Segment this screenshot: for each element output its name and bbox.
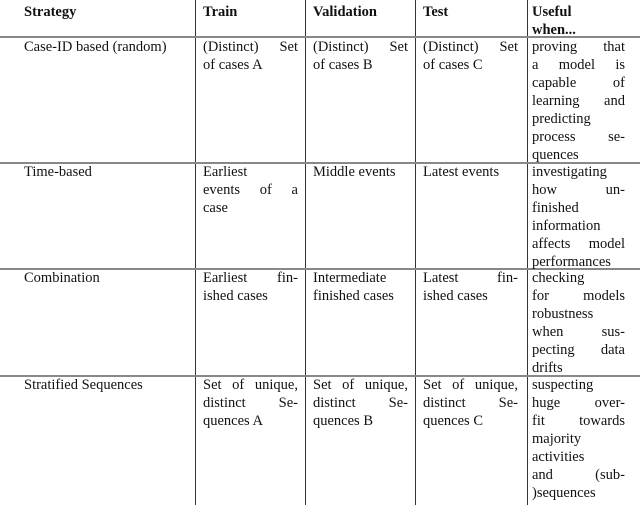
cell-line: Time-based xyxy=(24,164,92,180)
cell-line: Earliest fin- xyxy=(203,270,298,286)
cell-line: )sequences xyxy=(532,485,596,501)
cell-line: Case-ID based (random) xyxy=(24,39,167,55)
cell-line: pecting data xyxy=(532,342,625,358)
row-divider xyxy=(0,375,640,377)
header-useful-when: Useful when... xyxy=(532,3,625,39)
cell-line: (Distinct) Set xyxy=(203,39,298,55)
cell-line: affects model xyxy=(532,236,625,252)
cell-line: Combination xyxy=(24,270,100,286)
column-divider xyxy=(527,0,528,505)
cell-line: Latest fin- xyxy=(423,270,518,286)
cell-line: Useful xyxy=(532,4,572,20)
cell-line: Strategy xyxy=(24,4,77,20)
cell-useful-when: checking for models robustness when sus-pec… xyxy=(532,269,625,377)
cell-line: activities xyxy=(532,449,585,465)
cell-validation: Middle events xyxy=(313,163,408,181)
cell-validation: (Distinct) Set of cases B xyxy=(313,38,408,74)
row-divider xyxy=(0,36,640,38)
cell-train: Earliest events of a case xyxy=(203,163,298,217)
column-divider xyxy=(415,0,416,505)
cell-line: when sus- xyxy=(532,324,625,340)
cell-line: (Distinct) Set xyxy=(423,39,518,55)
cell-test: Latest fin-ished cases xyxy=(423,269,518,305)
cell-line: huge over- xyxy=(532,395,625,411)
cell-test: Set of unique, distinct Se-quences C xyxy=(423,376,518,430)
cell-strategy: Time-based xyxy=(24,163,194,181)
cell-line: checking xyxy=(532,270,585,286)
cell-line: ished cases xyxy=(203,288,268,304)
cell-train: (Distinct) Set of cases A xyxy=(203,38,298,74)
cell-line: Set of unique, xyxy=(313,377,408,393)
cell-line: information xyxy=(532,218,601,234)
header-train: Train xyxy=(203,3,298,21)
cell-line: robustness xyxy=(532,306,594,322)
cell-line: Intermediate xyxy=(313,270,387,286)
cell-useful-when: investigating how un-finished information a… xyxy=(532,163,625,271)
cell-strategy: Combination xyxy=(24,269,194,287)
cell-train: Earliest fin-ished cases xyxy=(203,269,298,305)
cell-line: fit towards xyxy=(532,413,625,429)
cell-line: performances xyxy=(532,254,611,270)
cell-line: quences A xyxy=(203,413,263,429)
header-test: Test xyxy=(423,3,518,21)
cell-line: quences xyxy=(532,147,579,163)
row-divider xyxy=(0,268,640,270)
cell-validation: Intermediate finished cases xyxy=(313,269,408,305)
cell-line: Validation xyxy=(313,4,377,20)
cell-line: how un- xyxy=(532,182,625,198)
cell-line: ished cases xyxy=(423,288,488,304)
cell-line: Middle events xyxy=(313,164,396,180)
cell-strategy: Case-ID based (random) xyxy=(24,38,194,56)
cell-useful-when: suspecting huge over-fit towards majority a… xyxy=(532,376,625,502)
column-divider xyxy=(195,0,196,505)
cell-line: Test xyxy=(423,4,449,20)
cell-line: a model is xyxy=(532,57,625,73)
cell-line: quences C xyxy=(423,413,483,429)
cell-test: (Distinct) Set of cases C xyxy=(423,38,518,74)
header-validation: Validation xyxy=(313,3,408,21)
cell-useful-when: proving that a model is capable of learning… xyxy=(532,38,625,164)
cell-line: Latest events xyxy=(423,164,500,180)
cell-line: (Distinct) Set xyxy=(313,39,408,55)
cell-line: suspecting xyxy=(532,377,594,393)
cell-line: Earliest xyxy=(203,164,248,180)
cell-validation: Set of unique, distinct Se-quences B xyxy=(313,376,408,430)
cell-line: of cases C xyxy=(423,57,483,73)
cell-line: investigating xyxy=(532,164,607,180)
cell-line: finished xyxy=(532,200,579,216)
cell-line: when... xyxy=(532,22,576,38)
cell-line: distinct Se- xyxy=(313,395,408,411)
cell-line: distinct Se- xyxy=(203,395,298,411)
cell-line: Train xyxy=(203,4,238,20)
cell-line: of cases B xyxy=(313,57,373,73)
cell-train: Set of unique, distinct Se-quences A xyxy=(203,376,298,430)
cell-line: finished cases xyxy=(313,288,394,304)
cell-line: distinct Se- xyxy=(423,395,518,411)
cell-line: for models xyxy=(532,288,625,304)
cell-line: majority xyxy=(532,431,582,447)
cell-line: and (sub- xyxy=(532,467,625,483)
header-strategy: Strategy xyxy=(24,3,194,21)
cell-line: capable of xyxy=(532,75,625,91)
row-divider xyxy=(0,162,640,164)
cell-test: Latest events xyxy=(423,163,518,181)
cell-line: of cases A xyxy=(203,57,263,73)
cell-line: process se- xyxy=(532,129,625,145)
cell-line: Set of unique, xyxy=(423,377,518,393)
cell-line: case xyxy=(203,200,228,216)
cell-line: quences B xyxy=(313,413,373,429)
cell-line: Set of unique, xyxy=(203,377,298,393)
cell-line: drifts xyxy=(532,360,563,376)
cell-line: events of a xyxy=(203,182,298,198)
cell-strategy: Stratified Sequences xyxy=(24,376,194,394)
cell-line: Stratified Sequences xyxy=(24,377,143,393)
cell-line: proving that xyxy=(532,39,625,55)
cell-line: predicting xyxy=(532,111,591,127)
column-divider xyxy=(305,0,306,505)
cell-line: learning and xyxy=(532,93,625,109)
